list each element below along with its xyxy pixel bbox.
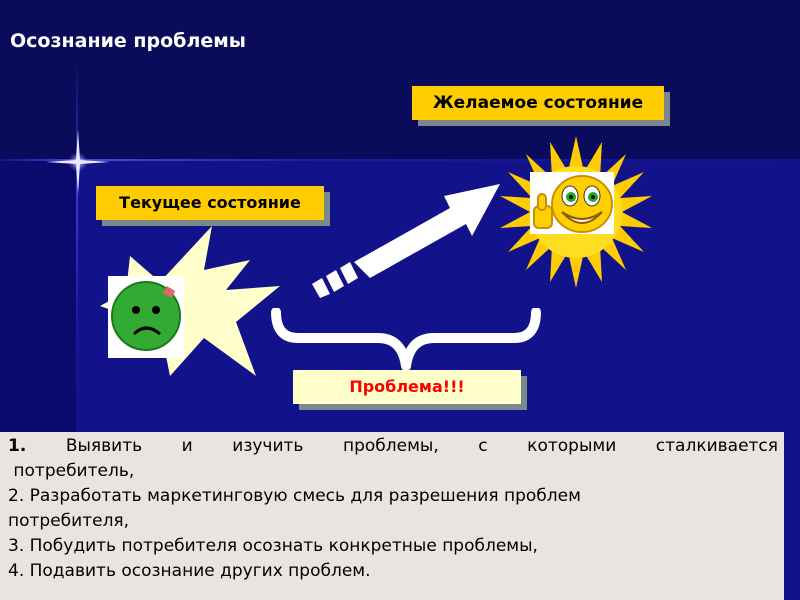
background-top-band	[0, 0, 800, 160]
list-item-3: 3. Побудить потребителя осознать конкрет…	[8, 534, 778, 559]
list-item-1-text-2: потребитель,	[13, 461, 134, 481]
desired-state-label: Желаемое состояние	[412, 86, 664, 120]
list-item-1-number: 1.	[8, 436, 26, 456]
info-panel: 1. Выявить и изучить проблемы, с которым…	[0, 432, 784, 600]
list-item-1: 1. Выявить и изучить проблемы, с которым…	[8, 434, 778, 459]
current-state-label: Текущее состояние	[96, 186, 324, 220]
problem-label: Проблема!!!	[293, 370, 521, 404]
sparkle-icon	[46, 130, 110, 194]
list-item-2: 2. Разработать маркетинговую смесь для р…	[8, 484, 778, 509]
page-title: Осознание проблемы	[10, 30, 246, 52]
list-item-4: 4. Подавить осознание других проблем.	[8, 559, 778, 584]
decorative-vertical-line	[76, 60, 78, 440]
sad-face-icon	[108, 276, 184, 358]
arrow-icon	[300, 180, 510, 300]
list-item-1-continuation: потребитель,	[8, 459, 778, 484]
decorative-horizontal-line	[0, 159, 800, 161]
smiley-thumbs-up-icon	[498, 134, 654, 290]
list-item-2-continuation: потребителя,	[8, 509, 778, 534]
list-item-1-text: Выявить и изучить проблемы, с которыми с…	[66, 436, 778, 456]
brace-shape	[268, 308, 544, 372]
